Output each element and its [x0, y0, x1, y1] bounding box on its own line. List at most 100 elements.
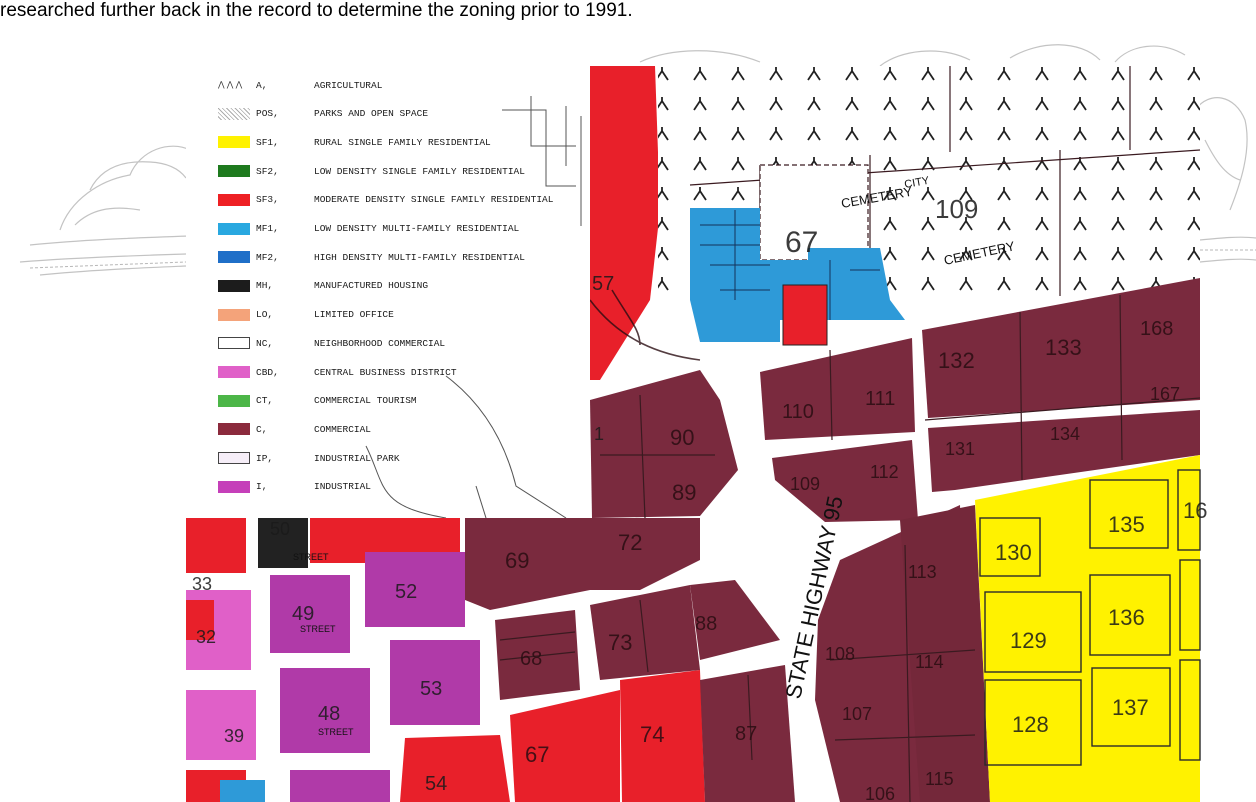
legend-swatch: ⋀ ⋀ ⋀ — [218, 79, 250, 91]
label-132: 132 — [938, 348, 975, 373]
label-87: 87 — [735, 723, 757, 745]
legend-item: IP, INDUSTRIAL PARK — [186, 447, 400, 469]
label-107: 107 — [842, 704, 872, 724]
label-129: 129 — [1010, 628, 1047, 653]
legend-code: MH, — [256, 280, 274, 292]
legend-code: MF1, — [256, 223, 279, 234]
legend-label: PARKS AND OPEN SPACE — [314, 108, 429, 120]
legend-code: SF2, — [256, 165, 279, 177]
label-32: 32 — [196, 627, 216, 647]
legend-swatch — [218, 107, 250, 120]
legend-swatch — [218, 136, 250, 149]
label-114: 114 — [915, 652, 944, 672]
parcel-mh — [258, 518, 308, 568]
parcel-49 — [270, 575, 350, 653]
label-113: 113 — [908, 562, 937, 582]
legend-code: CBD, — [256, 366, 279, 378]
parcel-sf3-north — [590, 66, 660, 380]
label-135: 135 — [1108, 512, 1145, 537]
label-133: 133 — [1045, 335, 1082, 360]
legend-code: MF2, — [256, 251, 279, 263]
label-39: 39 — [224, 726, 244, 746]
legend-label: CENTRAL BUSINESS DISTRICT — [314, 366, 457, 378]
legend-item: CBD, CENTRAL BUSINESS DISTRICT — [186, 361, 457, 383]
legend-item: SF1, RURAL SINGLE FAMILY RESIDENTIAL — [186, 131, 491, 153]
legend-item: ⋀ ⋀ ⋀A,AGRICULTURAL — [186, 74, 382, 96]
label-131: 131 — [945, 439, 975, 459]
label-108: 108 — [825, 644, 855, 664]
parcels-90-89 — [590, 370, 738, 518]
parcel-48 — [280, 668, 370, 753]
label-cemetery-109: 109 — [935, 194, 978, 224]
label-128: 128 — [1012, 712, 1049, 737]
parcel-68 — [495, 610, 580, 700]
zoning-legend: ⋀ ⋀ ⋀A,AGRICULTURAL POS, PARKS AND OPEN SP… — [186, 66, 590, 518]
parcel-74 — [620, 670, 705, 802]
label-111: 111 — [865, 388, 895, 410]
legend-label: RURAL SINGLE FAMILY RESIDENTIAL — [314, 136, 491, 148]
label-33: 33 — [192, 574, 212, 594]
legend-swatch — [218, 366, 250, 378]
legend-roads-sketch — [365, 96, 582, 518]
legend-label: COMMERCIAL TOURISM — [314, 395, 417, 407]
street-label-2: STREET — [318, 727, 354, 737]
legend-code: I, — [256, 481, 268, 493]
parcels-132-133-168 — [922, 278, 1200, 418]
label-134: 134 — [1050, 424, 1080, 444]
parcel-labels: 67 109 90 89 72 69 73 88 68 74 67 87 110… — [505, 194, 1180, 802]
legend-label: AGRICULTURAL — [314, 79, 383, 91]
legend-label: HIGH DENSITY MULTI-FAMILY RESIDENTIAL — [314, 251, 525, 263]
label-16: 16 — [1183, 498, 1207, 523]
label-90: 90 — [670, 425, 694, 450]
parcel-mf1 — [690, 208, 905, 342]
legend-label: LOW DENSITY MULTI-FAMILY RESIDENTIAL — [314, 223, 520, 234]
label-137: 137 — [1112, 695, 1149, 720]
legend-swatch — [218, 251, 250, 264]
label-68: 68 — [520, 648, 542, 670]
legend-item: MH,MANUFACTURED HOUSING — [186, 275, 428, 297]
parcel-73 — [590, 585, 700, 680]
legend-item: NC,NEIGHBORHOOD COMMERCIAL — [186, 332, 445, 354]
legend-item: I,INDUSTRIAL — [186, 476, 371, 498]
legend-swatch — [218, 394, 250, 407]
parcel-109 — [772, 440, 918, 522]
legend-code: POS, — [256, 108, 279, 120]
label-67: 67 — [525, 742, 549, 767]
parcel-67 — [510, 690, 620, 802]
intro-text: researched further back in the record to… — [0, 0, 633, 21]
legend-swatch — [218, 337, 250, 350]
parcel-labels-residential: 130 135 16 129 136 128 137 52 49 53 48 5… — [192, 273, 1207, 795]
label-115: 115 — [925, 769, 954, 789]
legend-swatch — [218, 452, 250, 465]
parcel-sf3-west-3 — [186, 690, 256, 760]
legend-code: IP, — [256, 452, 274, 464]
label-54: 54 — [425, 773, 447, 795]
legend-item: CT, COMMERCIAL TOURISM — [186, 390, 417, 412]
legend-code: CT, — [256, 395, 274, 407]
parcels-113-114-115 — [900, 505, 990, 802]
legend-item: LO,LIMITED OFFICE — [186, 304, 394, 326]
label-72: 72 — [618, 530, 642, 555]
legend-item: SF3, MODERATE DENSITY SINGLE FAMILY RESID… — [186, 189, 553, 211]
label-130: 130 — [995, 540, 1032, 565]
label-cemetery-67: 67 — [785, 226, 818, 259]
legend-label: INDUSTRIAL PARK — [314, 452, 400, 464]
legend-code: NC, — [256, 337, 274, 349]
legend-code: SF3, — [256, 194, 279, 206]
label-48: 48 — [318, 703, 340, 725]
parcel-54 — [400, 735, 510, 802]
legend-code: SF1, — [256, 136, 279, 148]
parcels-131-134-167 — [928, 410, 1200, 492]
label-167: 167 — [1150, 384, 1180, 404]
legend-swatch — [218, 480, 250, 493]
legend-label: COMMERCIAL — [314, 423, 372, 435]
legend-swatch — [218, 222, 250, 235]
legend-swatch — [218, 279, 250, 292]
legend-label: LIMITED OFFICE — [314, 309, 394, 321]
legend-label: MODERATE DENSITY SINGLE FAMILY RESIDENTI… — [314, 194, 554, 206]
street-label-1: STREET — [300, 624, 336, 634]
legend-item: MF2, HIGH DENSITY MULTI-FAMILY RESIDENTIA… — [186, 246, 525, 268]
city-label: CITY — [903, 175, 930, 191]
parcel-52 — [365, 552, 465, 627]
